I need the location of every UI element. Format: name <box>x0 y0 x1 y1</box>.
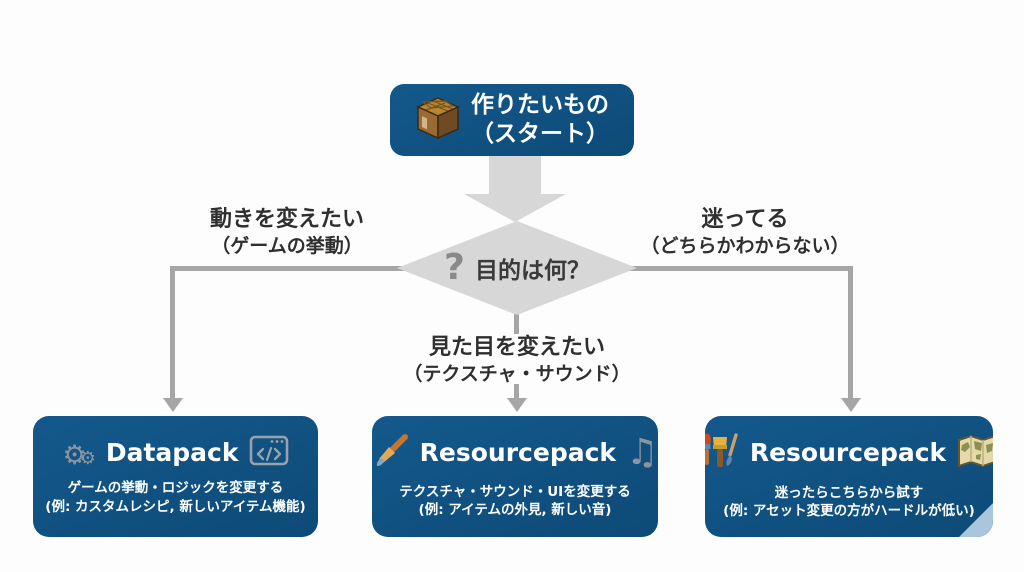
art-tools-icon <box>705 431 740 475</box>
arrowhead-left <box>163 398 183 412</box>
crafting-table-icon <box>415 81 461 143</box>
branch-label-left: 動きを変えたい （ゲームの挙動） <box>167 206 407 258</box>
decision-diamond: ? 目的は何？ <box>397 221 637 315</box>
big-arrow-shaft <box>489 155 541 195</box>
gears-icon: ⚙⚙ <box>62 440 96 472</box>
map-icon <box>956 433 993 473</box>
node-resourcepack-visual-desc2: (例: アイテムの外見, 新しい音) <box>418 502 612 518</box>
node-resourcepack-start-here: Resourcepack 迷ったらこちらから試す (例: アセット変更の方がハー… <box>705 416 993 537</box>
node-datapack-desc2: (例: カスタムレシピ, 新しいアイテム機能) <box>45 498 306 515</box>
connector-right-horizontal <box>620 266 853 271</box>
node-resourcepack-visual-desc1: テクスチャ・サウンド・UIを変更する <box>399 483 631 500</box>
branch-left-line1: 動きを変えたい <box>209 207 364 232</box>
branch-right-line2: （どちらかわからない） <box>640 234 850 257</box>
music-note-icon: ♫ <box>626 431 658 473</box>
node-datapack-title: Datapack <box>105 438 239 468</box>
branch-right-line1: 迷ってる <box>701 207 789 232</box>
node-resourcepack-visual: Resourcepack ♫ テクスチャ・サウンド・UIを変更する (例: アイ… <box>372 416 658 537</box>
node-datapack: ⚙⚙ Datapack ゲームの挙動・ロジックを変更する (例: カスタムレシピ… <box>33 416 318 537</box>
node-datapack-desc1: ゲームの挙動・ロジックを変更する <box>67 480 284 497</box>
branch-label-center: 見た目を変えたい （テクスチャ・サウンド） <box>387 334 647 386</box>
branch-center-line1: 見た目を変えたい <box>428 335 605 360</box>
branch-center-line2: （テクスチャ・サウンド） <box>403 362 631 385</box>
node-resourcepack-start-here-title: Resourcepack <box>749 438 947 468</box>
question-mark: ? <box>444 247 465 288</box>
branch-label-right: 迷ってる （どちらかわからない） <box>625 206 865 258</box>
connector-center-vertical <box>514 384 519 400</box>
node-resourcepack-visual-title: Resourcepack <box>419 438 617 468</box>
code-window-icon <box>249 435 289 470</box>
arrowhead-right <box>841 398 861 412</box>
connector-right-vertical <box>848 266 853 398</box>
arrowhead-center <box>507 398 527 412</box>
connector-left-horizontal <box>170 266 410 271</box>
node-resourcepack-start-here-desc2: (例: アセット変更の方がハードルが低い) <box>723 503 975 519</box>
connector-left-vertical <box>170 266 175 398</box>
branch-left-line2: （ゲームの挙動） <box>211 234 363 257</box>
big-arrow-head <box>464 194 566 222</box>
start-title-line2: （スタート） <box>471 121 609 147</box>
paintbrush-icon <box>372 432 410 474</box>
node-resourcepack-start-here-desc1: 迷ったらこちらから試す <box>774 484 924 501</box>
connector-center-stub <box>514 312 519 334</box>
start-node: 作りたいもの （スタート） <box>390 81 634 156</box>
decision-label: 目的は何？ <box>474 258 590 284</box>
start-title-line1: 作りたいもの <box>471 92 609 119</box>
